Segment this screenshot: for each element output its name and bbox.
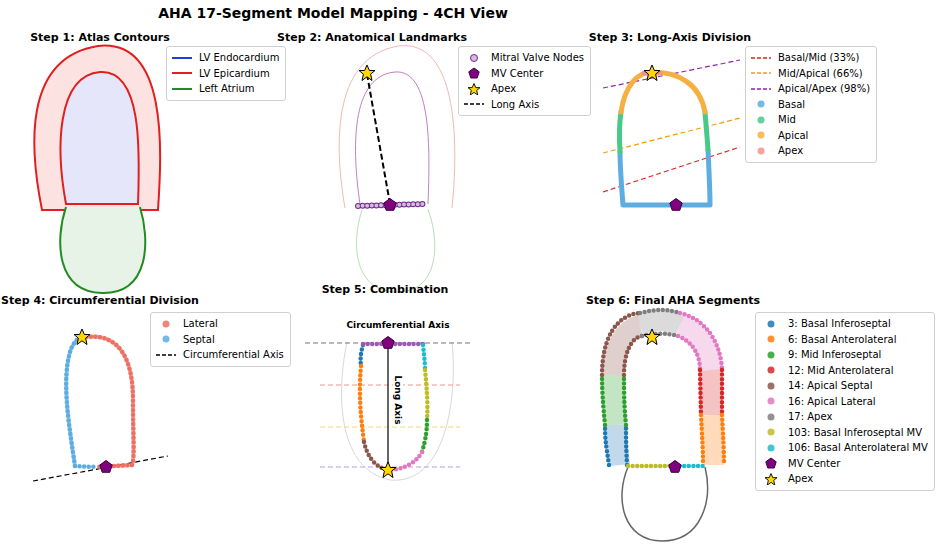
legend-row: Apical/Apex (98%)	[750, 81, 870, 97]
legend-text: Basal/Mid (33%)	[778, 52, 859, 63]
legend-box: Mitral Valve Nodes MV CenterApexLong Axis	[458, 46, 591, 116]
legend-row: 9: Mid Inferoseptal	[760, 347, 928, 363]
legend-row: Mid	[750, 112, 870, 128]
legend-row: MV Center	[463, 66, 584, 82]
legend-swatch	[171, 83, 193, 95]
legend-swatch	[760, 349, 782, 361]
legend-row: Long Axis	[463, 97, 584, 113]
axis-label: Circumferential Axis	[344, 320, 451, 330]
legend-swatch	[760, 473, 782, 485]
legend-text: 6: Basal Anterolateral	[788, 334, 896, 345]
legend-swatch	[760, 442, 782, 454]
legend-text: LV Epicardium	[199, 68, 270, 79]
legend-swatch	[750, 145, 772, 157]
legend-swatch	[760, 333, 782, 345]
legend-swatch	[171, 52, 193, 64]
legend-text: Apex	[778, 145, 803, 156]
legend-row: Mitral Valve Nodes	[463, 50, 584, 66]
legend-row: 106: Basal Anterolateral MV	[760, 440, 928, 456]
legend-box: LateralSeptalCircumferential Axis	[150, 312, 291, 367]
legend-box: Basal/Mid (33%) Mid/Apical (66%) Apical/Ap…	[745, 46, 877, 163]
legend-swatch	[463, 83, 485, 95]
legend-row: 14: Apical Septal	[760, 378, 928, 394]
legend-swatch	[760, 411, 782, 423]
legend-row: Apex	[750, 143, 870, 159]
legend-row: Lateral	[155, 316, 284, 332]
legend-swatch	[750, 83, 772, 95]
legend-text: MV Center	[788, 458, 840, 469]
panel-title: Step 5: Combination	[322, 283, 449, 296]
legend-swatch	[750, 98, 772, 110]
legend-text: 17: Apex	[788, 411, 832, 422]
legend-row: 16: Apical Lateral	[760, 394, 928, 410]
legend-text: 9: Mid Inferoseptal	[788, 349, 881, 360]
legend-row: MV Center	[760, 456, 928, 472]
panel-title: Step 1: Atlas Contours	[30, 31, 170, 44]
legend-text: Apex	[491, 83, 516, 94]
legend-swatch	[760, 364, 782, 376]
legend-text: Apical/Apex (98%)	[778, 83, 870, 94]
legend-row: 6: Basal Anterolateral	[760, 332, 928, 348]
legend-swatch	[750, 129, 772, 141]
legend-swatch	[760, 457, 782, 469]
legend-text: Basal	[778, 99, 805, 110]
legend-text: Apex	[788, 473, 813, 484]
legend-text: 106: Basal Anterolateral MV	[788, 442, 928, 453]
legend-row: Basal	[750, 97, 870, 113]
legend-row: Left Atrium	[171, 81, 279, 97]
legend-row: Septal	[155, 332, 284, 348]
legend-text: MV Center	[491, 68, 543, 79]
legend-row: 103: Basal Inferoseptal MV	[760, 425, 928, 441]
panel-title: Step 6: Final AHA Segments	[586, 294, 760, 307]
legend-swatch	[463, 52, 485, 64]
legend-row: 17: Apex	[760, 409, 928, 425]
legend-swatch	[760, 380, 782, 392]
legend-row: Mid/Apical (66%)	[750, 66, 870, 82]
legend-text: Circumferential Axis	[183, 349, 284, 360]
legend-swatch	[750, 52, 772, 64]
legend-text: Mid	[778, 114, 796, 125]
legend-text: Mid/Apical (66%)	[778, 68, 863, 79]
legend-row: Basal/Mid (33%)	[750, 50, 870, 66]
legend-swatch	[750, 67, 772, 79]
panel-title: Step 3: Long-Axis Division	[589, 31, 751, 44]
legend-text: Left Atrium	[199, 83, 255, 94]
legend-text: Mitral Valve Nodes	[491, 52, 584, 63]
legend-row: Circumferential Axis	[155, 347, 284, 363]
legend-swatch	[760, 426, 782, 438]
legend-box: 3: Basal Inferoseptal 6: Basal Anterolate…	[755, 312, 935, 491]
legend-text: Lateral	[183, 318, 218, 329]
legend-swatch	[155, 318, 177, 330]
legend-row: Apex	[760, 471, 928, 487]
legend-text: Long Axis	[491, 99, 539, 110]
panel-title: Step 4: Circumferential Division	[1, 294, 199, 307]
legend-row: Apical	[750, 128, 870, 144]
legend-box: LV Endocardium LV EpicardiumLeft Atrium	[166, 46, 286, 101]
legend-text: 103: Basal Inferoseptal MV	[788, 427, 922, 438]
legend-text: 14: Apical Septal	[788, 380, 873, 391]
legend-row: 3: Basal Inferoseptal	[760, 316, 928, 332]
legend-row: LV Epicardium	[171, 66, 279, 82]
legend-text: 16: Apical Lateral	[788, 396, 876, 407]
legend-text: 3: Basal Inferoseptal	[788, 318, 891, 329]
legend-text: LV Endocardium	[199, 52, 279, 63]
legend-swatch	[155, 349, 177, 361]
axis-label: Long Axis	[393, 373, 403, 426]
figure-title: AHA 17-Segment Model Mapping - 4CH View	[158, 5, 508, 21]
legend-text: 12: Mid Anterolateral	[788, 365, 893, 376]
legend-swatch	[760, 318, 782, 330]
legend-row: LV Endocardium	[171, 50, 279, 66]
legend-swatch	[171, 67, 193, 79]
legend-swatch	[750, 114, 772, 126]
legend-swatch	[463, 98, 485, 110]
panel-title: Step 2: Anatomical Landmarks	[277, 31, 467, 44]
legend-text: Apical	[778, 130, 808, 141]
legend-row: 12: Mid Anterolateral	[760, 363, 928, 379]
legend-row: Apex	[463, 81, 584, 97]
legend-text: Septal	[183, 334, 215, 345]
legend-swatch	[155, 333, 177, 345]
legend-swatch	[463, 67, 485, 79]
legend-swatch	[760, 395, 782, 407]
